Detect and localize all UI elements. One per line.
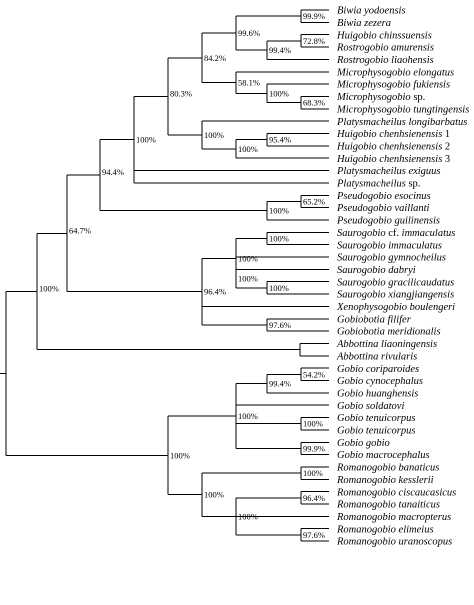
support-value-n33: 97.6% bbox=[303, 530, 325, 540]
taxon-label-t17: Pseudogobio vaillanti bbox=[336, 203, 430, 214]
support-value-n19: 100% bbox=[238, 274, 258, 284]
support-value-n22: 96.4% bbox=[204, 287, 226, 297]
taxon-label-t41: Romanogobio tanaiticus bbox=[336, 500, 440, 511]
taxon-label-t42: Romanogobio macropterus bbox=[336, 512, 451, 523]
support-value-n3: 99.4% bbox=[269, 45, 291, 55]
support-value-n9: 95.4% bbox=[269, 135, 291, 145]
support-value-n21: 97.6% bbox=[269, 320, 291, 330]
taxon-label-t25: Xenophysogobio boulengeri bbox=[336, 302, 455, 313]
tree-branches bbox=[0, 9, 329, 542]
support-value-n5: 68.3% bbox=[303, 98, 325, 108]
taxon-label-t38: Romanogobio banaticus bbox=[336, 463, 439, 474]
support-value-n29: 99.9% bbox=[303, 443, 325, 453]
taxon-label-t13: Huigobio chenhsienensis 3 bbox=[336, 154, 450, 165]
taxon-label-t20: Saurogobio immaculatus bbox=[337, 240, 442, 251]
taxon-label-t9: Microphysogobio tungtingensis bbox=[336, 104, 469, 115]
support-value-n6: 100% bbox=[269, 88, 289, 98]
taxon-label-t33: Gobio soldatovi bbox=[337, 401, 404, 412]
support-value-n14: 65.2% bbox=[303, 196, 325, 206]
support-value-n35: 100% bbox=[204, 490, 224, 500]
support-value-n27: 99.4% bbox=[269, 379, 291, 389]
support-value-n7: 58.1% bbox=[238, 78, 260, 88]
taxon-label-t2: Biwia zezera bbox=[337, 18, 391, 29]
taxon-label-t21: Saurogobio gymnocheilus bbox=[337, 253, 446, 264]
taxon-label-t35: Gobio tenuicorpus bbox=[337, 426, 415, 437]
support-value-n30: 100% bbox=[238, 411, 258, 421]
taxon-label-t39: Romanogobio kesslerii bbox=[336, 475, 434, 486]
support-value-n17: 100% bbox=[269, 233, 289, 243]
taxon-label-t3: Huigobio chinssuensis bbox=[336, 30, 432, 41]
support-value-n13: 100% bbox=[136, 135, 156, 145]
support-value-n36: 100% bbox=[170, 450, 190, 460]
taxon-label-t1: Biwia yodoensis bbox=[337, 6, 406, 17]
taxon-label-t12: Huigobio chenhsienensis 2 bbox=[336, 141, 450, 152]
taxon-label-t6: Microphysogobio elongatus bbox=[336, 67, 454, 78]
taxon-label-t7: Microphysogobio fukiensis bbox=[336, 80, 450, 91]
taxon-label-t43: Romanogobio elimeius bbox=[336, 524, 434, 535]
support-value-n10: 100% bbox=[238, 144, 258, 154]
taxon-label-t15: Platysmacheilus sp. bbox=[336, 179, 420, 190]
taxon-label-t10: Platysmacheilus longibarbatus bbox=[336, 117, 467, 128]
taxon-label-t5: Rostrogobio liaohensis bbox=[336, 55, 434, 66]
support-value-n18: 100% bbox=[269, 283, 289, 293]
support-value-n12: 80.3% bbox=[170, 88, 192, 98]
taxon-label-t19: Saurogobio cf. immaculatus bbox=[337, 228, 455, 239]
taxon-label-t22: Saurogobio dabryi bbox=[337, 265, 416, 276]
taxon-label-t28: Abbottina liaoningensis bbox=[336, 339, 437, 350]
taxon-label-t18: Pseudogobio guilinensis bbox=[336, 216, 440, 227]
taxon-label-t44: Romanogobio uranoscopus bbox=[336, 537, 452, 548]
taxon-label-t31: Gobio cynocephalus bbox=[337, 376, 423, 387]
taxon-label-t30: Gobio coriparoides bbox=[337, 364, 419, 375]
support-value-n8: 84.2% bbox=[204, 53, 226, 63]
taxon-label-t23: Saurogobio gracilicaudatus bbox=[337, 277, 454, 288]
taxon-label-t4: Rostrogobio amurensis bbox=[336, 43, 434, 54]
taxon-label-t34: Gobio tenuicorpus bbox=[337, 413, 415, 424]
support-value-n25: 100% bbox=[39, 284, 59, 294]
taxon-label-t8: Microphysogobio sp. bbox=[336, 92, 425, 103]
support-value-n32: 96.4% bbox=[303, 493, 325, 503]
support-value-n16: 94.4% bbox=[102, 167, 124, 177]
support-value-n15: 100% bbox=[269, 206, 289, 216]
support-value-n26: 54.2% bbox=[303, 369, 325, 379]
taxon-label-t32: Gobio huanghensis bbox=[337, 388, 418, 399]
support-value-n34: 100% bbox=[238, 511, 258, 521]
support-value-n31: 100% bbox=[303, 468, 323, 478]
support-value-n1: 99.9% bbox=[303, 11, 325, 21]
taxon-label-t27: Gobiobotia meridionalis bbox=[337, 327, 441, 338]
taxon-label-t26: Gobiobotia filifer bbox=[337, 314, 412, 325]
support-value-n11: 100% bbox=[204, 130, 224, 140]
taxon-label-t11: Huigobio chenhsienensis 1 bbox=[336, 129, 450, 140]
support-value-n20: 100% bbox=[238, 254, 258, 264]
taxon-label-t37: Gobio macrocephalus bbox=[337, 450, 430, 461]
taxon-label-t16: Pseudogobio esocinus bbox=[336, 191, 431, 202]
support-value-n4: 99.6% bbox=[238, 28, 260, 38]
taxon-label-t29: Abbottina rivularis bbox=[336, 351, 417, 362]
support-value-n2: 72.8% bbox=[303, 36, 325, 46]
taxon-label-t36: Gobio gobio bbox=[337, 438, 390, 449]
taxon-label-t40: Romanogobio ciscaucasicus bbox=[336, 487, 456, 498]
support-value-n28: 100% bbox=[303, 419, 323, 429]
support-values: 99.9% 72.8% 99.4% 99.6% 68.3% 100% 58.1% 84.2% 9… bbox=[39, 11, 325, 540]
taxon-label-t14: Platysmacheilus exiguus bbox=[336, 166, 441, 177]
support-value-n23: 64.7% bbox=[69, 225, 91, 235]
taxon-label-t24: Saurogobio xiangjiangensis bbox=[337, 290, 454, 301]
